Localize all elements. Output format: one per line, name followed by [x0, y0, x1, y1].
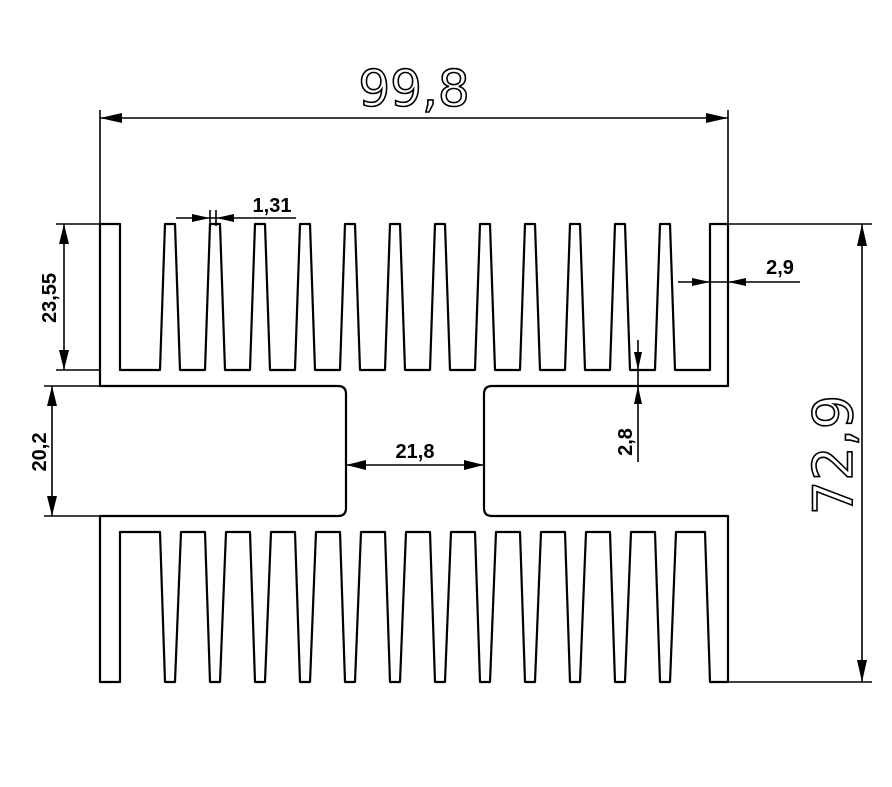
arrow-icon — [692, 278, 710, 286]
arrow-icon — [216, 214, 234, 222]
fin-height-label: 23,55 — [39, 273, 61, 323]
arrow-icon — [634, 352, 642, 370]
arrow-icon — [59, 224, 69, 244]
wall-thickness-label: 2,8 — [615, 428, 637, 456]
arrow-icon — [857, 224, 867, 246]
arrow-icon — [346, 460, 366, 470]
arrow-icon — [857, 660, 867, 682]
arrow-icon — [728, 278, 746, 286]
overall-height-label: 72,9 — [802, 395, 865, 515]
arrow-icon — [100, 113, 122, 123]
arrow-icon — [59, 350, 69, 370]
top-profile-outline — [98, 222, 730, 684]
fin-thickness-label: 1,31 — [253, 195, 292, 217]
arrow-icon — [192, 214, 210, 222]
channel-height-label: 20,2 — [29, 433, 51, 472]
channel-gap-label: 21,8 — [396, 441, 435, 463]
arrow-icon — [464, 460, 484, 470]
arrow-icon — [706, 113, 728, 123]
arrow-icon — [634, 386, 642, 404]
arrow-icon — [47, 496, 57, 516]
overall-width-label: 99,8 — [358, 60, 469, 118]
base-thickness-label: 2,9 — [766, 257, 794, 279]
arrow-icon — [47, 386, 57, 406]
